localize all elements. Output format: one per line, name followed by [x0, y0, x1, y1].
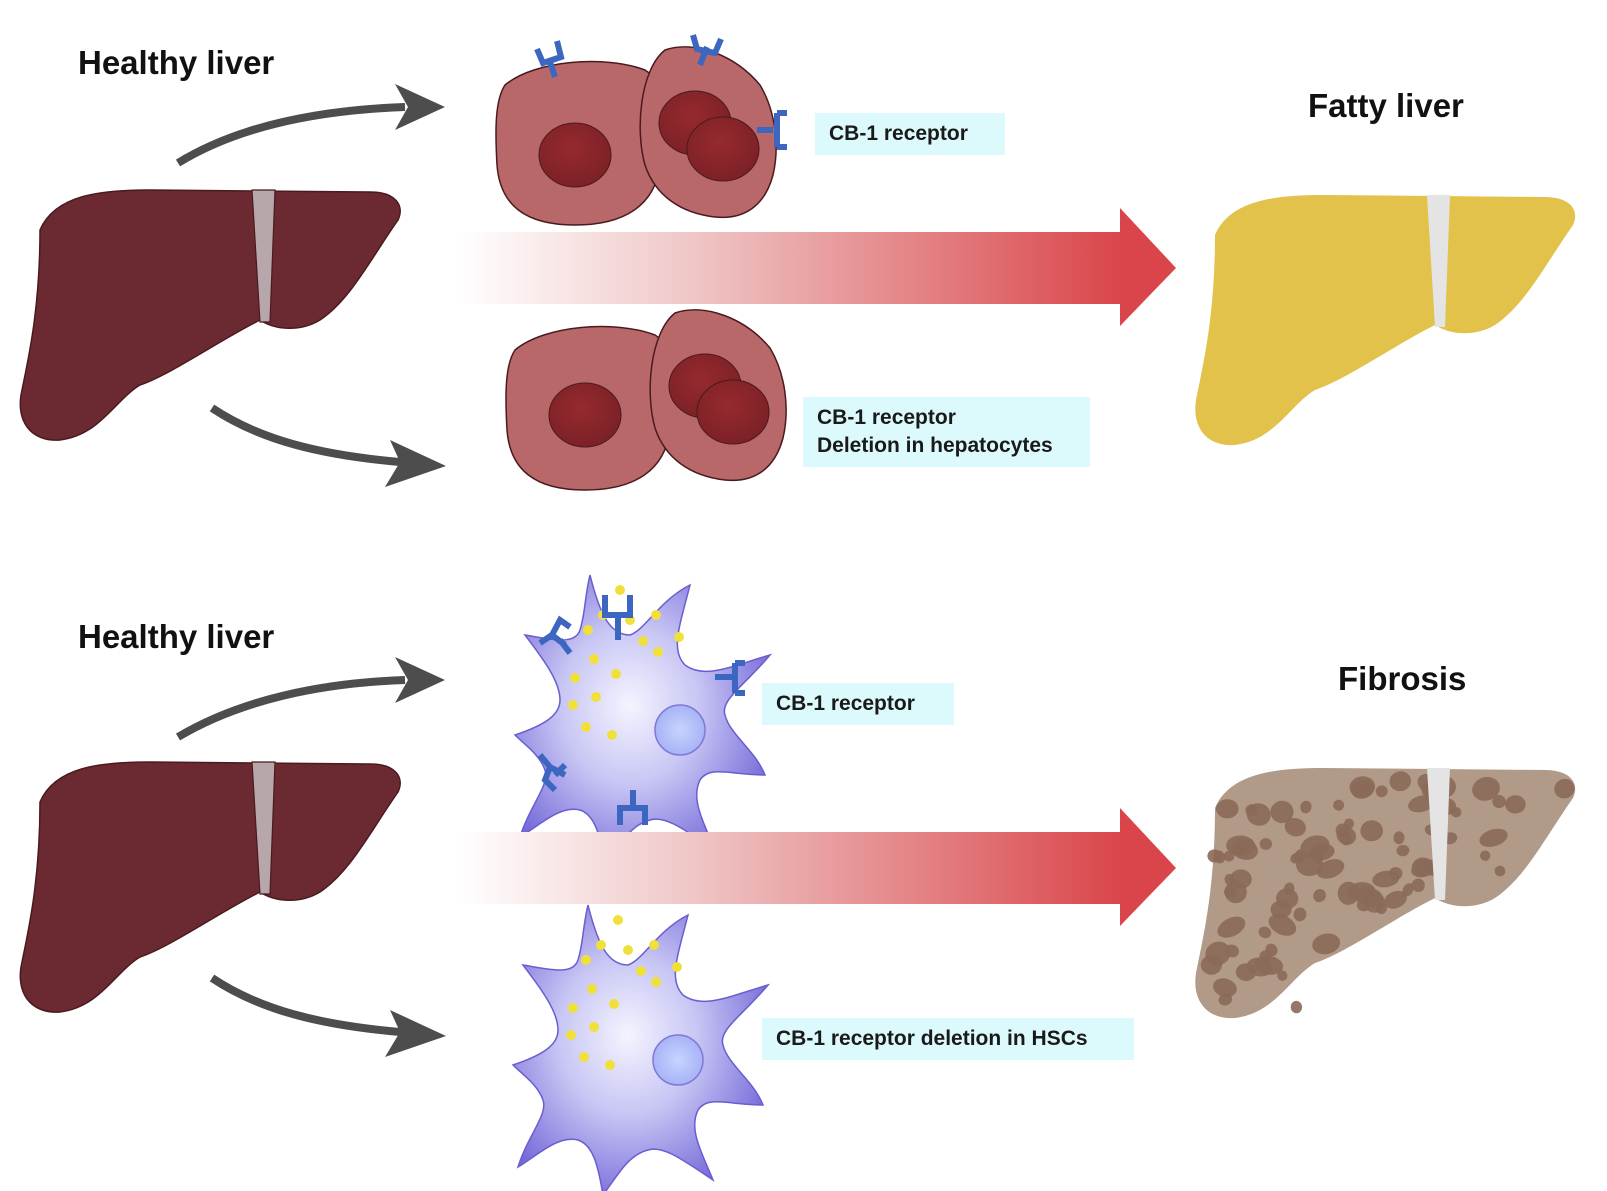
curved-arrow-down-icon: [209, 974, 446, 1057]
fibrotic-nodule: [1300, 800, 1312, 814]
cb1-receptor-icon: [534, 34, 787, 150]
fibrotic-nodule: [1389, 771, 1412, 792]
fibrotic-nodule: [1224, 873, 1236, 886]
cb1-receptor-icon: [537, 595, 745, 825]
fibrotic-nodule: [1259, 838, 1272, 850]
fibrotic-nodule: [1492, 794, 1506, 809]
fibrotic-nodule: [1224, 885, 1237, 899]
fibrotic-liver-icon: [1195, 768, 1576, 1019]
end-title-fibrosis: Fibrosis: [1338, 660, 1467, 697]
fibrotic-nodule: [1375, 785, 1388, 798]
fibrotic-nodules: [1200, 771, 1575, 1014]
fibrotic-nodule: [1268, 914, 1297, 936]
progression-arrow-icon: [460, 808, 1176, 926]
lipid-droplets: [566, 915, 682, 1070]
label-cb1-receptor-hsc: CB-1 receptor: [762, 683, 954, 725]
fibrotic-nodule: [1259, 950, 1271, 963]
fibrotic-nodule: [1312, 933, 1341, 955]
fibrotic-nodule: [1283, 882, 1295, 895]
label-cb1-deletion-hscs: CB-1 receptor deletion in HSCs: [762, 1018, 1134, 1060]
label-cb1-receptor-hepatocyte: CB-1 receptor: [815, 113, 1005, 155]
fibrotic-nodule: [1225, 944, 1239, 958]
hepatocyte-pair-with-receptor: [495, 34, 787, 226]
fibrotic-nodule: [1258, 926, 1272, 939]
curved-arrow-up-icon: [175, 657, 445, 741]
fibrotic-nodule: [1290, 1000, 1303, 1014]
fibrotic-nodule: [1216, 799, 1239, 819]
label-cb1-deletion-hepatocytes: CB-1 receptor Deletion in hepatocytes: [803, 397, 1090, 467]
fibrotic-nodule: [1383, 890, 1407, 909]
fibrotic-nodule: [1402, 883, 1414, 897]
healthy-liver-icon: [19, 189, 401, 441]
fibrotic-nodule: [1316, 859, 1345, 879]
fibrotic-nodule: [1494, 865, 1506, 877]
hepatocyte-pair-receptor-deleted: [505, 309, 787, 491]
fibrotic-nodule: [1213, 978, 1237, 998]
fibrotic-nodule: [1270, 900, 1292, 919]
fibrotic-nodule: [1207, 849, 1222, 863]
fibrotic-nodule: [1277, 970, 1288, 981]
fibrotic-nodule: [1333, 799, 1345, 811]
fibrotic-nodule: [1450, 806, 1462, 818]
fibrotic-nodule: [1336, 826, 1357, 845]
fibrotic-nodule: [1372, 870, 1400, 888]
fibrotic-nodule: [1480, 850, 1491, 861]
progression-arrow-icon: [460, 208, 1176, 326]
fibrotic-nodule: [1396, 844, 1410, 857]
fibrotic-nodule: [1408, 795, 1435, 813]
fibrotic-nodule: [1505, 795, 1526, 814]
start-title-top: Healthy liver: [78, 44, 275, 81]
fibrotic-nodule: [1300, 835, 1330, 859]
curved-arrow-down-icon: [209, 404, 446, 487]
fibrotic-nodule: [1293, 907, 1307, 922]
label-line: CB-1 receptor: [776, 692, 915, 715]
healthy-liver-icon: [19, 761, 401, 1013]
start-title-bottom: Healthy liver: [78, 618, 275, 655]
stellate-cell-with-receptor: [514, 574, 771, 866]
fibrotic-nodule: [1351, 780, 1375, 799]
label-line: CB-1 receptor deletion in HSCs: [776, 1027, 1088, 1050]
fibrotic-nodule: [1217, 916, 1246, 938]
fibrotic-nodule: [1226, 835, 1256, 856]
stellate-cell-receptor-deleted: [512, 904, 769, 1191]
fibrotic-nodule: [1296, 853, 1324, 877]
fibrotic-nodule: [1200, 954, 1222, 975]
fibrotic-nodule: [1313, 888, 1326, 903]
fibrotic-nodule: [1284, 817, 1306, 837]
fibrotic-nodule: [1393, 831, 1405, 845]
fibrotic-nodule: [1472, 777, 1500, 801]
fibrotic-nodule: [1554, 778, 1575, 799]
fibrotic-nodule: [1235, 963, 1256, 982]
fibrotic-nodule: [1363, 891, 1385, 913]
fibrotic-nodule: [1411, 878, 1425, 893]
fibrotic-nodule: [1479, 828, 1508, 847]
panel-fatty-liver: [19, 34, 1576, 491]
fibrotic-nodule: [1246, 803, 1271, 826]
curved-arrow-up-icon: [175, 84, 445, 167]
fibrotic-nodule: [1218, 993, 1233, 1006]
label-line: Deletion in hepatocytes: [817, 434, 1053, 457]
fibrotic-nodule: [1360, 820, 1383, 842]
fibrotic-nodule: [1270, 800, 1294, 824]
fatty-liver-icon: [1195, 195, 1576, 446]
end-title-fatty-liver: Fatty liver: [1308, 87, 1464, 124]
label-line: CB-1 receptor: [829, 122, 968, 145]
panel-fibrosis: [19, 574, 1576, 1191]
label-line: CB-1 receptor: [817, 406, 956, 429]
fibrotic-nodule: [1337, 881, 1360, 905]
